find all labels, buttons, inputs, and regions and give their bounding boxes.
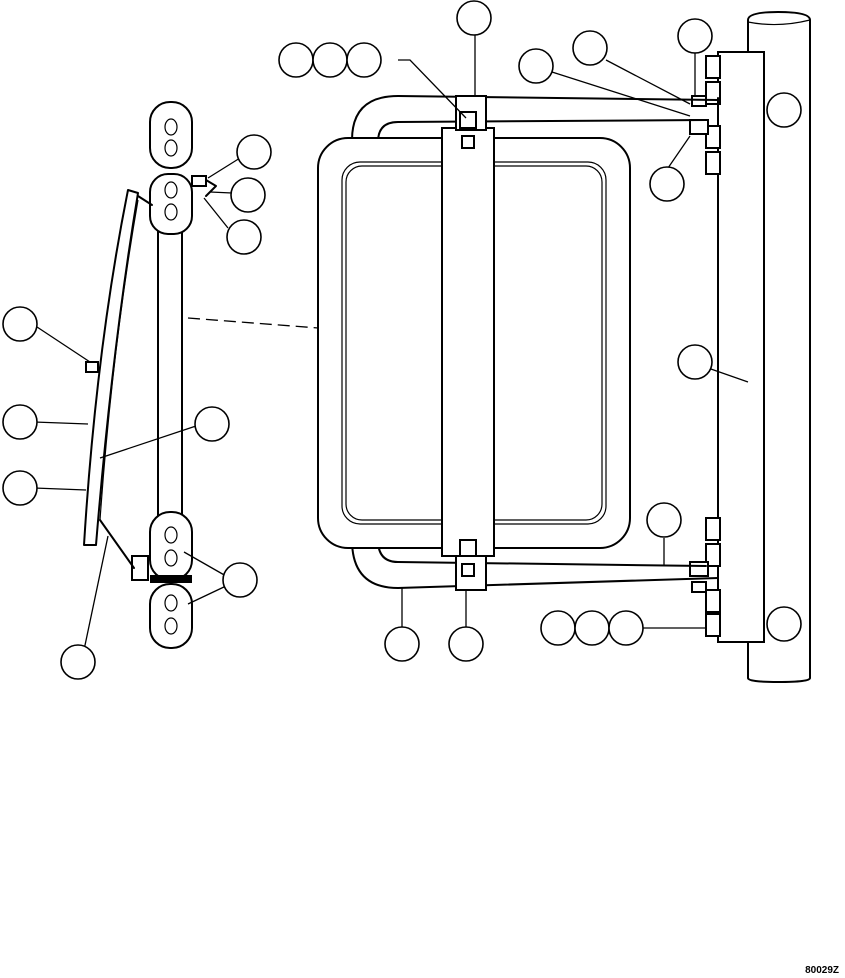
callout-bubble (572, 30, 608, 66)
callout-bubble (2, 306, 38, 342)
side-view (83, 101, 319, 649)
leader-lines (33, 30, 749, 651)
top-plate-bolts (689, 55, 721, 175)
callout-bubble (649, 166, 685, 202)
callout-bubble (2, 404, 38, 440)
callout-bubble (540, 610, 576, 646)
callout-bubble (312, 42, 348, 78)
callout-bubble (646, 502, 682, 538)
callout-bubble (518, 48, 554, 84)
drawing-code: 80029Z (805, 965, 839, 976)
callout-bubble (278, 42, 314, 78)
view-projection-line (187, 317, 319, 329)
bottom-plate-bolts (689, 517, 721, 637)
callout-bubble (226, 219, 262, 255)
front-view (317, 10, 811, 684)
callout-bubble (236, 134, 272, 170)
callout-bubble (60, 644, 96, 680)
callout-bubble (766, 606, 802, 642)
callout-bubble (2, 470, 38, 506)
callout-bubbles (2, 0, 802, 680)
callout-bubble (456, 0, 492, 36)
clamp-bar (441, 95, 495, 591)
callout-bubble (384, 626, 420, 662)
side-view-bottom-bracket (131, 511, 193, 649)
callout-bubble (766, 92, 802, 128)
side-view-top-bracket (149, 101, 217, 235)
callout-bubble (677, 18, 713, 54)
callout-bubble (230, 177, 266, 213)
callout-bubble (222, 562, 258, 598)
callout-bubble (346, 42, 382, 78)
side-view-bar (157, 189, 183, 536)
mounting-plate (717, 51, 765, 643)
callout-bubble (608, 610, 644, 646)
callout-bubble (448, 626, 484, 662)
callout-bubble (677, 344, 713, 380)
callout-bubble (194, 406, 230, 442)
callout-bubble (574, 610, 610, 646)
